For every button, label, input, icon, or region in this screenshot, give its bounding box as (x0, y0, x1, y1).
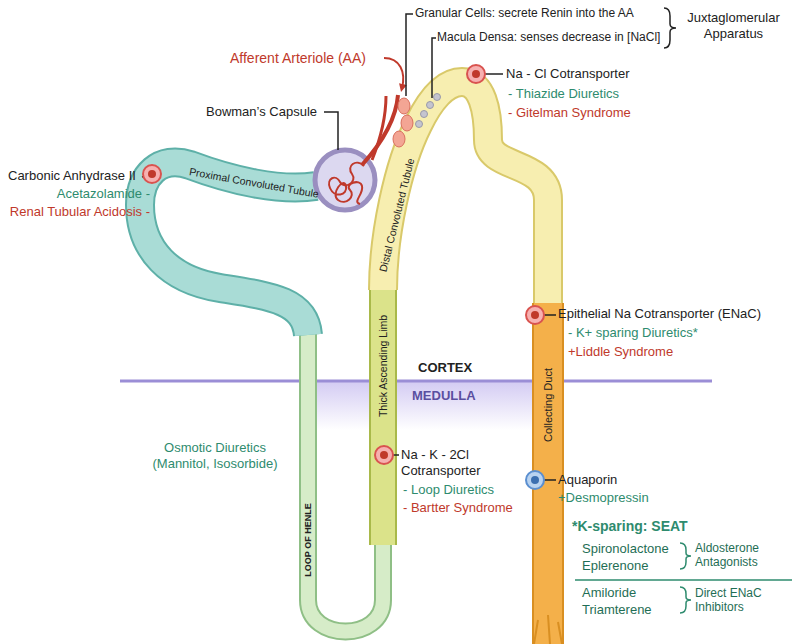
bracket (680, 587, 691, 613)
drug-name: Amiloride (582, 585, 636, 601)
marker-dot (531, 476, 539, 484)
marker-ring (143, 165, 161, 183)
marker-ring (526, 471, 544, 489)
disease-label: +Liddle Syndrome (568, 344, 673, 360)
drug-label: - K+ sparing Diuretics* (568, 325, 698, 341)
bracket (664, 8, 676, 48)
drug-label: +Desmopressin (558, 490, 649, 506)
marker-ring (467, 65, 485, 83)
glomerulus-coil (329, 163, 364, 204)
transporter-marker (375, 446, 393, 464)
drug-class: Aldosterone Antagonists (695, 541, 793, 569)
transporter-marker (143, 165, 161, 183)
thick-ascending-limb (371, 288, 395, 545)
marker-dot (472, 70, 480, 78)
marker-dot (531, 311, 539, 319)
afferent-arteriole (362, 95, 398, 165)
drug-label: - Thiazide Diuretics (508, 86, 619, 102)
marker-dot (148, 170, 156, 178)
region-label: CORTEX (418, 360, 472, 376)
cortex-medulla-line (120, 380, 712, 383)
granular-cell (393, 131, 405, 147)
macula-densa-cell (421, 111, 428, 118)
segment-label: LOOP OF HENLE (303, 503, 314, 576)
marker-dot (380, 451, 388, 459)
leader-line (406, 14, 413, 96)
marker-ring (375, 446, 393, 464)
group-label: Juxtaglomerular Apparatus (676, 10, 791, 42)
drug-label: Osmotic Diuretics (Mannitol, Isosorbide) (140, 440, 290, 472)
duct-strands (534, 615, 562, 644)
drug-name: Triamterene (582, 602, 652, 618)
drug-class: Direct ENaC Inhibitors (695, 586, 793, 614)
macula-densa-cell (416, 121, 423, 128)
leader-line (324, 112, 338, 150)
disease-label: - Gitelman Syndrome (508, 105, 631, 121)
disease-label: Renal Tubular Acidosis - (8, 204, 150, 220)
region-label: MEDULLA (412, 388, 476, 404)
marker-ring (526, 306, 544, 324)
transporter-marker (526, 306, 544, 324)
macula-densa-cell (434, 94, 441, 101)
drug-name: Spironolactone (582, 541, 669, 557)
drug-label: Acetazolamide - (8, 186, 150, 202)
macula-densa-cell (427, 102, 434, 109)
aquaporin-marker (526, 471, 544, 489)
granular-cell (398, 98, 410, 114)
bracket (680, 543, 691, 569)
note-heading: *K-sparing: SEAT (572, 518, 688, 535)
drug-label: - Loop Diuretics (403, 482, 494, 498)
pointer-arrow (384, 58, 403, 88)
divider-line (575, 579, 792, 581)
callout-label: Granular Cells: secrete Renin into the A… (415, 6, 634, 20)
efferent-arteriole (372, 96, 386, 160)
medulla-shade (300, 382, 562, 430)
transporter-label: Carbonic Anhydrase II (8, 168, 136, 184)
transporter-label: Na - K - 2Cl Cotransporter (401, 447, 501, 479)
tal-outline (369, 288, 397, 545)
segment-label: Collecting Duct (542, 368, 555, 442)
granular-cell (401, 115, 413, 131)
drug-name: Eplerenone (582, 558, 649, 574)
transporter-marker (467, 65, 485, 83)
transporter-label: Na - Cl Cotransporter (506, 66, 630, 82)
segment-label: Thick Ascending Limb (377, 315, 390, 417)
transporter-label: Epithelial Na Cotransporter (ENaC) (558, 306, 761, 322)
vessel-label: Afferent Arteriole (AA) (230, 50, 366, 67)
leader-line (432, 38, 436, 98)
part-label: Bowman’s Capsule (206, 104, 317, 120)
transporter-label: Aquaporin (558, 472, 617, 488)
disease-label: - Bartter Syndrome (403, 500, 513, 516)
callout-label: Macula Densa: senses decrease in [NaCl] (437, 30, 660, 44)
